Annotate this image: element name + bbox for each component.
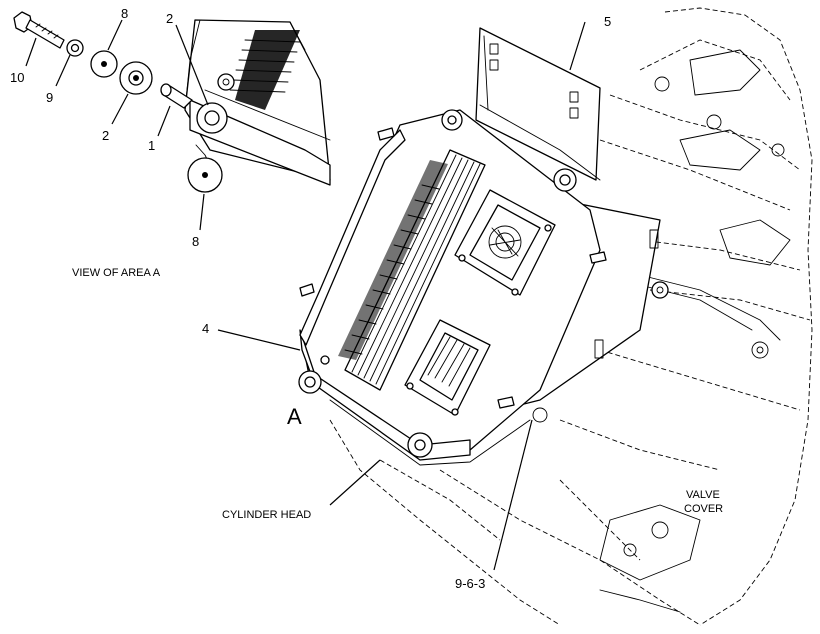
callout-9: 9 <box>46 90 53 105</box>
washer-8-bottom <box>187 144 223 193</box>
callout-8-top: 8 <box>121 6 128 21</box>
valve-cover-label-line1: VALVE <box>686 489 720 501</box>
callout-5: 5 <box>604 14 611 29</box>
ecm-upper-connector <box>454 189 556 296</box>
valve-cover-label-line2: COVER <box>684 503 723 515</box>
leader-lines <box>25 19 586 571</box>
callout-2-mid: 2 <box>102 128 109 143</box>
text-labels: VIEW OF AREA A A CYLINDER HEAD VALVE COV… <box>72 267 723 521</box>
cooling-fins <box>338 154 481 385</box>
grommet-2-top <box>119 61 153 95</box>
callout-9-6-3: 9-6-3 <box>455 576 485 591</box>
callout-2-top: 2 <box>166 11 173 26</box>
callout-8-bottom: 8 <box>192 234 199 249</box>
ecm-module <box>298 109 607 466</box>
ecm-mount-bosses <box>298 109 577 458</box>
detail-cooling-fins <box>229 30 301 110</box>
washer-8-top <box>90 50 118 78</box>
spacer-1 <box>160 83 193 109</box>
view-of-area-a-label: VIEW OF AREA A <box>72 267 161 279</box>
ecm-lower-connector <box>404 319 491 416</box>
cylinder-head-label: CYLINDER HEAD <box>222 509 311 521</box>
callout-1: 1 <box>148 138 155 153</box>
area-a-detail <box>13 11 331 193</box>
callout-10: 10 <box>10 70 24 85</box>
lockwasher-9 <box>66 39 84 57</box>
ecm-studs <box>299 127 607 409</box>
grommet-2-mounted <box>196 102 228 134</box>
callout-numbers: 10 9 8 2 2 1 8 5 4 9-6-3 <box>10 6 611 591</box>
bolt-10 <box>13 11 65 49</box>
callout-4: 4 <box>202 321 209 336</box>
area-a-marker: A <box>287 404 302 429</box>
